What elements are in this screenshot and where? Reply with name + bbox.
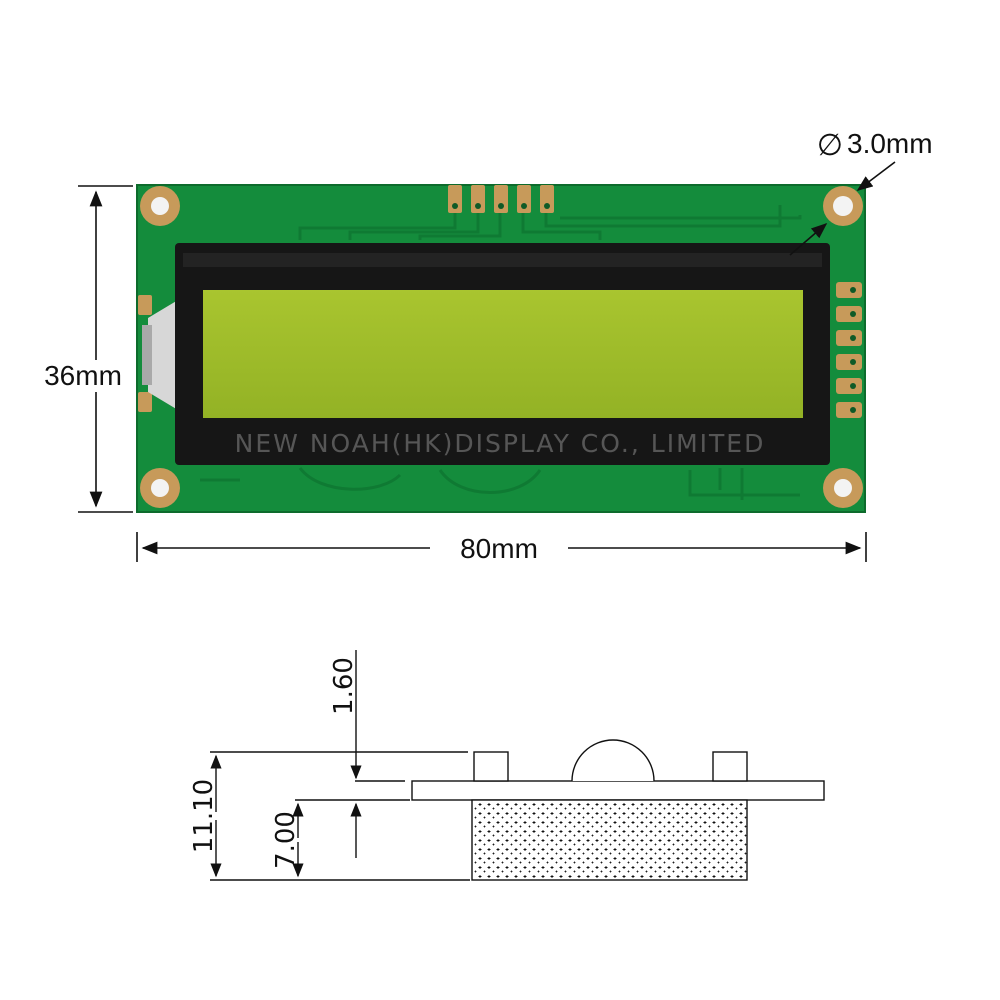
mounting-hole-bottom-left xyxy=(140,468,180,508)
side-controller-dome xyxy=(571,739,655,782)
hole-diameter-label: 3.0mm xyxy=(847,128,933,159)
top-header-pins xyxy=(448,185,554,213)
dim-label-11-10: 11.10 xyxy=(189,779,219,853)
watermark-text: NEW NOAH(HK)DISPLAY CO., LIMITED xyxy=(235,429,766,458)
side-bezel-left xyxy=(473,751,509,782)
hole-diameter-symbol: ∅ xyxy=(817,129,843,162)
dim-label-1-60: 1.60 xyxy=(329,657,359,715)
backlight-tab xyxy=(138,295,178,412)
height-dimension xyxy=(78,185,133,513)
dim-label-7-00: 7.00 xyxy=(271,811,301,869)
pcb-traces xyxy=(200,205,802,500)
mounting-hole-bottom-right xyxy=(823,468,863,508)
right-side-pad-holes xyxy=(850,287,856,413)
lcd-bezel-inner-edge xyxy=(183,253,822,267)
hole-diameter-callout xyxy=(789,161,896,256)
top-header-pin-holes xyxy=(452,203,550,209)
lcd-screen xyxy=(203,290,803,418)
mounting-hole-top-right xyxy=(823,186,863,226)
top-view: NEW NOAH(HK)DISPLAY CO., LIMITED 36mm 80… xyxy=(44,128,932,564)
width-label: 80mm xyxy=(460,533,538,564)
mounting-hole-top-left xyxy=(140,186,180,226)
width-dimension xyxy=(136,532,867,562)
side-view xyxy=(210,650,825,881)
right-side-pads xyxy=(836,282,862,418)
side-module-body xyxy=(471,799,748,881)
height-label: 36mm xyxy=(44,360,122,391)
side-pcb-plate xyxy=(411,780,825,801)
side-bezel-right xyxy=(712,751,748,782)
